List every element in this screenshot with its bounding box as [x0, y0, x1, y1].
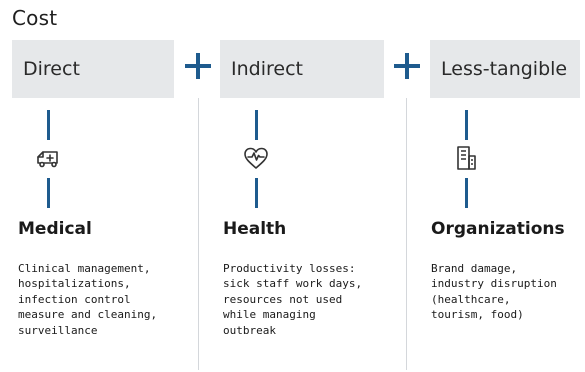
- plus-icon: [181, 49, 215, 83]
- category-description-medical: Clinical management, hospitalizations, i…: [18, 262, 158, 337]
- ambulance-icon: [33, 143, 63, 173]
- connector-line: [465, 110, 468, 140]
- connector-line: [47, 110, 50, 140]
- category-description-health: Productivity losses: sick staff work day…: [223, 262, 363, 337]
- connector-line: [465, 178, 468, 208]
- header-direct: Direct: [12, 40, 174, 98]
- connector-line: [255, 110, 258, 140]
- category-description-organizations: Brand damage, industry disruption (healt…: [431, 262, 557, 322]
- diagram-title: Cost: [12, 6, 58, 30]
- category-title-organizations: Organizations: [431, 219, 565, 239]
- header-indirect: Indirect: [220, 40, 384, 98]
- category-title-health: Health: [223, 219, 287, 239]
- column-divider: [198, 98, 199, 370]
- connector-line: [47, 178, 50, 208]
- category-title-medical: Medical: [18, 219, 92, 239]
- heart-pulse-icon: [241, 143, 271, 173]
- header-less-tangible: Less-tangible: [430, 40, 580, 98]
- connector-line: [255, 178, 258, 208]
- building-icon: [451, 143, 481, 173]
- column-divider: [406, 98, 407, 370]
- plus-icon: [390, 49, 424, 83]
